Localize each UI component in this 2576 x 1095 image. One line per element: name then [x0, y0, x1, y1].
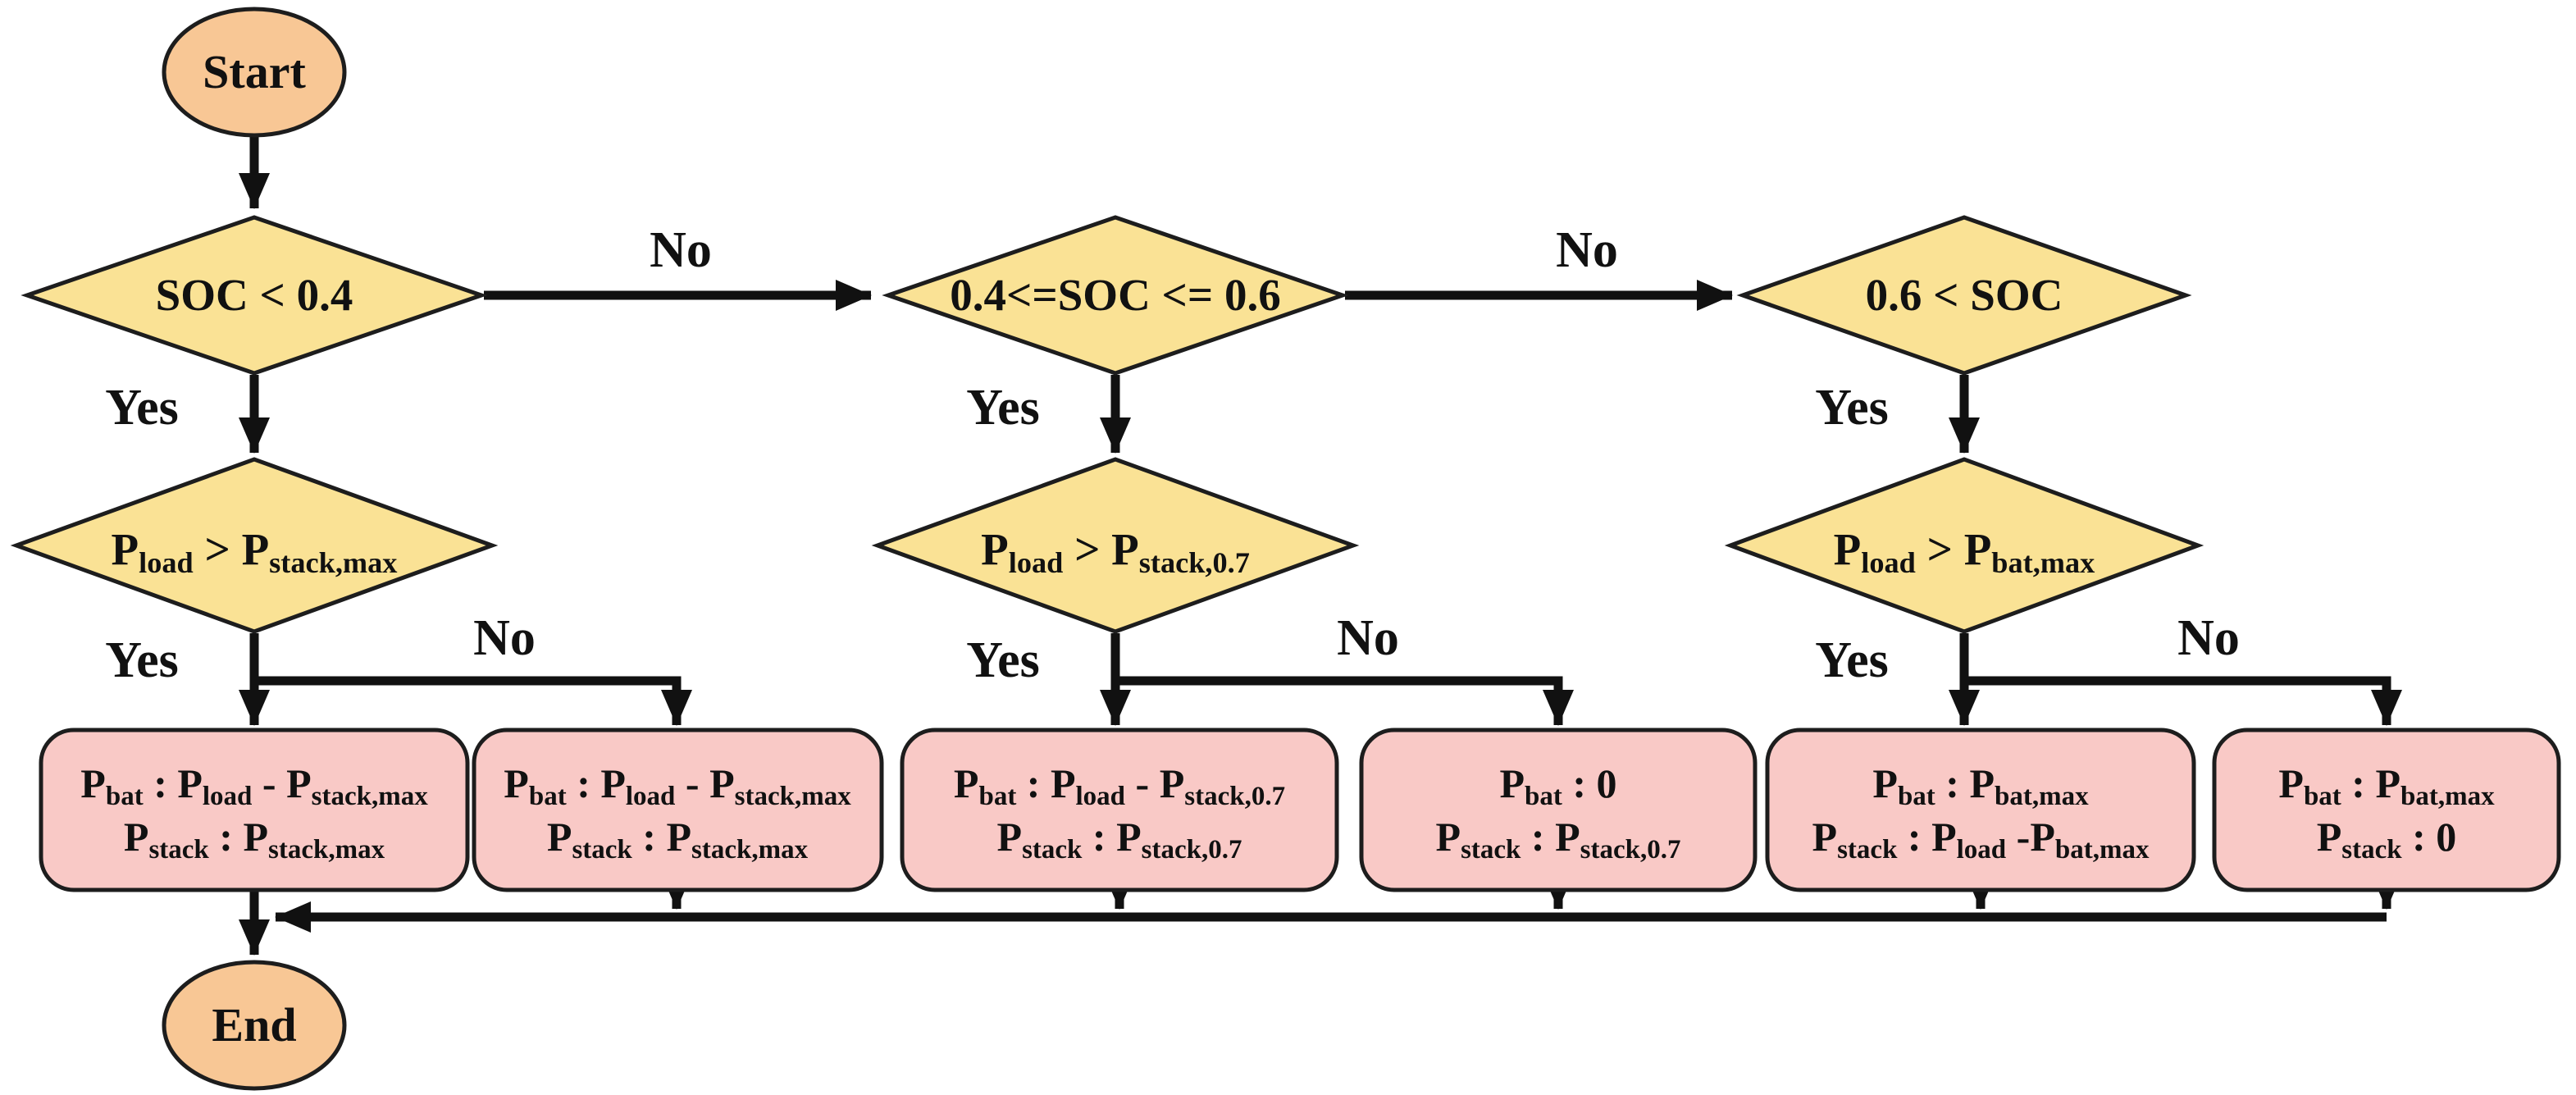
no-label-load-vs-stack-max: No — [473, 609, 536, 666]
decision-load-vs-bat-max-shape — [1724, 457, 2204, 634]
decision-soc-high-label: 0.6 < SOC — [1865, 270, 2063, 320]
process-box5-label: Pbat : Pbat,max Pstack : Pload -Pbat,max — [1812, 757, 2150, 864]
process-box2-line2: Pstack : Pstack,max — [546, 814, 809, 865]
process-box3-shape — [900, 728, 1339, 892]
decision-load-vs-bat-max-label: Pload > Pbat,max — [1833, 524, 2095, 580]
decision-soc-low-shape — [21, 215, 488, 376]
decision-soc-low-label: SOC < 0.4 — [155, 270, 353, 320]
decision-load-vs-stack-max-label: Pload > Pstack,max — [111, 524, 398, 580]
no-label-soc-low: No — [650, 221, 712, 278]
no-label-soc-mid: No — [1556, 221, 1618, 278]
no-label-load-vs-bat-max: No — [2177, 609, 2240, 666]
process-box6-label: Pbat : Pbat,max Pstack : 0 — [2278, 757, 2494, 864]
decision-soc-high-shape — [1736, 215, 2192, 376]
start-label: Start — [203, 45, 306, 99]
yes-label-load-vs-bat-max: Yes — [1815, 632, 1889, 688]
yes-label-soc-low: Yes — [105, 379, 179, 436]
yes-label-load-vs-stack-07: Yes — [966, 632, 1040, 688]
yes-label-soc-high: Yes — [1815, 379, 1889, 436]
decision-load-vs-stack-07-label: Pload > Pstack,0.7 — [981, 524, 1250, 580]
process-box2-shape — [472, 728, 884, 892]
yes-label-soc-mid: Yes — [966, 379, 1040, 436]
yes-label-load-vs-stack-max: Yes — [105, 632, 179, 688]
decision-load-vs-stack-max-shape — [10, 457, 499, 634]
process-box5-shape — [1765, 728, 2196, 892]
arrow-no-to-box2 — [254, 676, 692, 726]
process-box4-line2: Pstack : Pstack,0.7 — [1435, 814, 1681, 865]
process-box1-line1: Pbat : Pload - Pstack,max — [80, 760, 428, 812]
decision-load-vs-stack-07-shape — [871, 457, 1360, 634]
arrow-no-to-box6 — [1964, 676, 2402, 726]
process-box6-line2: Pstack : 0 — [2316, 814, 2457, 865]
process-box3-label: Pbat : Pload - Pstack,0.7 Pstack : Pstac… — [954, 757, 1285, 864]
process-box2-line1: Pbat : Pload - Pstack,max — [504, 760, 851, 812]
process-box5-line1: Pbat : Pbat,max — [1872, 760, 2089, 812]
no-label-load-vs-stack-07: No — [1337, 609, 1399, 666]
process-box6-line1: Pbat : Pbat,max — [2278, 760, 2495, 812]
process-box3-line2: Pstack : Pstack,0.7 — [996, 814, 1242, 865]
decision-soc-mid-label: 0.4<=SOC <= 0.6 — [950, 270, 1281, 320]
process-box1-line2: Pstack : Pstack,max — [123, 814, 385, 865]
process-box4-shape — [1359, 728, 1758, 892]
process-box4-label: Pbat : 0 Pstack : Pstack,0.7 — [1436, 757, 1681, 864]
process-box6-shape — [2212, 728, 2561, 892]
process-box2-label: Pbat : Pload - Pstack,max Pstack : Pstac… — [504, 757, 850, 864]
decision-soc-mid-shape — [882, 215, 1349, 376]
start-terminal-shape — [162, 7, 347, 138]
process-box4-line1: Pbat : 0 — [1499, 760, 1617, 812]
arrow-no-to-box4 — [1115, 676, 1574, 726]
process-box1-shape — [39, 728, 470, 892]
end-terminal-shape — [162, 960, 347, 1091]
process-box1-label: Pbat : Pload - Pstack,max Pstack : Pstac… — [80, 757, 427, 864]
process-box3-line1: Pbat : Pload - Pstack,0.7 — [953, 760, 1286, 812]
process-box5-line2: Pstack : Pload -Pbat,max — [1812, 814, 2150, 865]
end-label: End — [212, 998, 297, 1052]
